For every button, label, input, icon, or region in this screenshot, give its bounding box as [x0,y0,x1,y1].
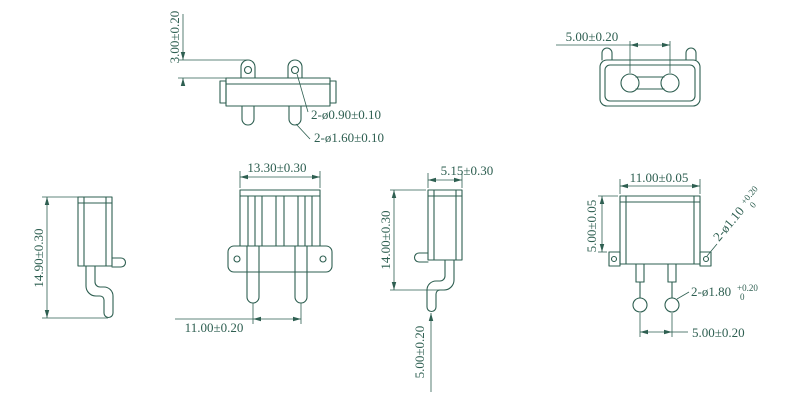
callout-large-hole-tol-lower: 0 [740,292,745,302]
bent-lead [85,265,114,319]
flange-hole [233,255,241,263]
pin-cross-section [632,297,648,313]
leg [241,105,255,126]
leg [294,271,308,304]
ear-hole [610,255,618,263]
dim-body-depth-label: 5.15±0.30 [441,163,494,178]
front-view-outline [227,189,333,304]
front-view: 13.30±0.30 11.00±0.20 [175,160,333,335]
callout-small-hole-tol-lower: 0 [748,199,759,209]
top-view-dimension-lines [178,14,311,140]
contact-hole [243,65,253,75]
dim-bottom-width-label: 11.00±0.05 [630,170,689,185]
top-view: 3.00±0.20 2-ø0.90±0.10 2-ø1.60±0.10 [167,11,384,145]
dim-body-width-label: 13.30±0.30 [247,160,306,175]
side-view-right: 5.15±0.30 14.00±0.30 5.00±0.20 [378,163,493,392]
bottom-view: 11.00±0.05 5.00±0.05 2-ø1.10 +0.20 0 2-ø… [584,170,760,340]
bottom-view-outline [608,195,712,313]
dim-contact-pitch-label: 5.00±0.20 [566,29,619,44]
corner-pin [685,47,697,61]
dim-hole-pitch-label: 5.00±0.20 [692,325,745,340]
side-pin [111,257,127,268]
contact-hole [290,65,300,75]
bent-lead [426,259,455,313]
corner-pin [601,47,613,61]
callout-large-hole-tol-upper: +0.20 [737,283,758,293]
side-view-left-dimension-lines [42,196,108,319]
callout-small-hole-label: 2-ø0.90±0.10 [311,107,381,122]
mounting-ear [699,251,712,267]
ear-hole [702,255,710,263]
flange-hole [319,255,327,263]
dim-leg-pitch-label: 11.00±0.20 [185,320,244,335]
dim-total-height-label: 14.90±0.30 [31,228,46,287]
leg [288,105,302,126]
dim-body-height-label: 14.00±0.30 [378,210,393,269]
face-view-outline [599,47,701,107]
leg [246,271,260,304]
side-view-right-outline [413,189,463,313]
dim-pin-height-label: 3.00±0.20 [167,11,182,64]
side-view-left-outline [77,196,127,319]
bottom-view-dimension-lines [598,179,718,337]
base-flange [227,245,333,273]
side-view-right-dimension-lines [390,173,463,392]
contact-cavity [660,73,680,93]
callout-large-hole-label: 2-ø1.80 [691,284,731,299]
face-view: 5.00±0.20 [556,29,701,107]
dim-tip-length-label: 5.00±0.20 [412,326,427,379]
pin-stub [240,59,256,79]
front-view-dimension-lines [175,171,321,324]
callout-large-pin-label: 2-ø1.60±0.10 [314,130,384,145]
dim-bottom-depth-label: 5.00±0.05 [584,200,599,253]
callout-small-hole-group: 2-ø1.10 +0.20 0 [710,183,760,244]
pin-cross-section [664,297,680,313]
side-pin [413,252,429,263]
contact-cavity [620,73,640,93]
face-view-dimension-lines [556,41,671,73]
side-view-left: 14.90±0.30 [31,196,127,319]
callout-small-hole-label: 2-ø1.10 [710,204,747,244]
pin-stub [287,59,303,79]
mounting-ear [608,251,621,267]
